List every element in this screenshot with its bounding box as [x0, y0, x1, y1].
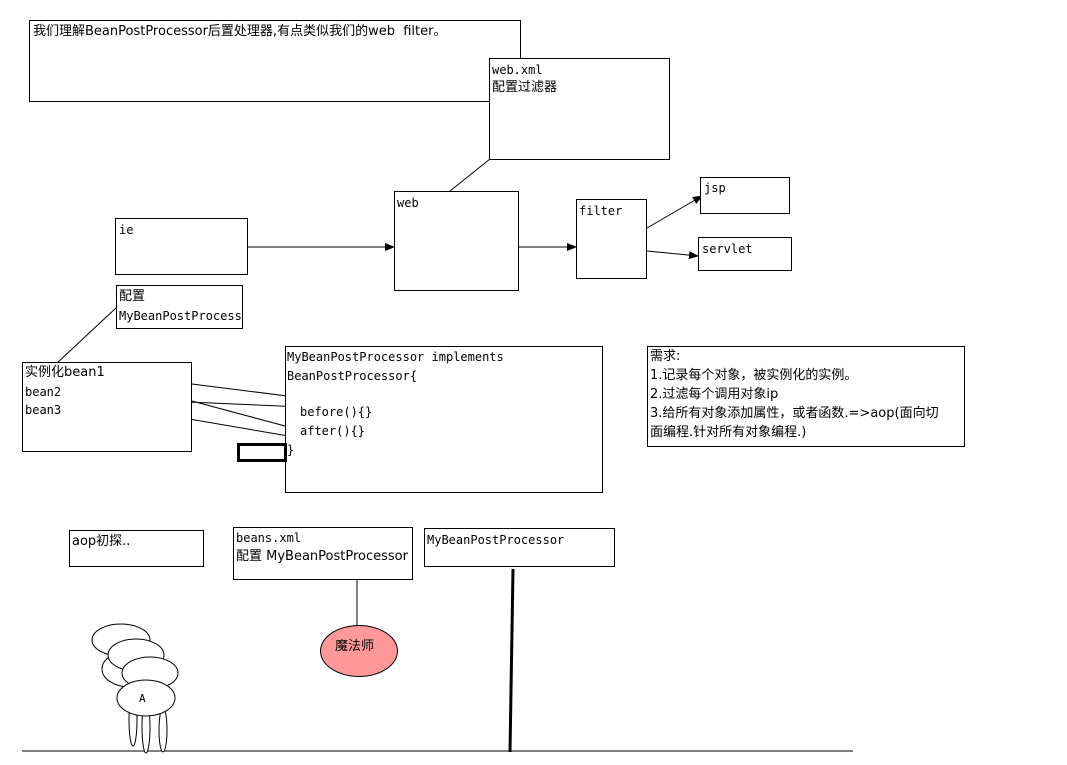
jsp-label: jsp	[704, 181, 726, 195]
config-to-instance-line	[56, 307, 117, 364]
beansxml-title: beans.xml	[236, 531, 302, 545]
bean1-label: 实例化bean1	[25, 365, 105, 380]
bean2-label: bean2	[25, 385, 62, 399]
jsp-box: jsp	[700, 177, 790, 214]
filter-to-servlet-arrow	[646, 250, 699, 260]
requirements-item-1: 1.记录每个对象，被实例化的实例。	[650, 368, 858, 383]
config-box: 配置 MyBeanPostProcess	[116, 285, 243, 329]
small-thick-rect	[237, 443, 287, 462]
processor-line-2: BeanPostProcessor{	[287, 369, 418, 383]
magician-ellipse: 魔法师	[320, 625, 398, 677]
filter-box: filter	[576, 199, 647, 279]
processor-after: after(){}	[300, 424, 366, 438]
requirements-item-3a: 3.给所有对象添加属性，或者函数.=>aop(面向切	[650, 406, 939, 421]
filter-to-jsp-arrow	[646, 195, 703, 229]
figure-leg	[158, 707, 168, 753]
aop-box: aop初探..	[69, 530, 204, 567]
config-subtitle: MyBeanPostProcess	[119, 309, 242, 323]
bean3-label: bean3	[25, 403, 62, 417]
figure-leg	[128, 693, 138, 747]
requirements-item-3b: 面编程.针对所有对象编程.)	[650, 425, 807, 440]
figure-body-ellipse	[101, 650, 159, 688]
figure-leg	[141, 700, 151, 754]
top-note-box: 我们理解BeanPostProcessor后置处理器,有点类似我们的web fi…	[29, 20, 521, 102]
top-note-text: 我们理解BeanPostProcessor后置处理器,有点类似我们的web fi…	[33, 24, 447, 39]
requirements-item-2: 2.过滤每个调用对象ip	[650, 387, 779, 402]
servlet-label: servlet	[702, 242, 753, 256]
processor-line-1: MyBeanPostProcessor implements	[287, 350, 504, 364]
web-to-webxml-line	[449, 158, 491, 192]
beansxml-box: beans.xml 配置 MyBeanPostProcessor	[233, 527, 413, 580]
webxml-title: web.xml	[492, 63, 543, 77]
figure-body-ellipse	[107, 638, 165, 672]
filter-label: filter	[579, 204, 623, 218]
ie-label: ie	[119, 223, 134, 237]
magician-label: 魔法师	[335, 639, 375, 654]
processor-close-brace: }	[287, 443, 295, 457]
requirements-title: 需求:	[650, 349, 681, 364]
web-box: web	[394, 191, 519, 291]
mbpp-box: MyBeanPostProcessor	[424, 528, 615, 567]
figure-body-ellipse	[121, 656, 179, 690]
figure-body-ellipse	[91, 623, 151, 657]
web-label: web	[397, 196, 419, 210]
mbpp-pole	[508, 568, 515, 753]
instance-box: 实例化bean1 bean2 bean3	[22, 362, 192, 452]
ie-box: ie	[115, 218, 248, 275]
servlet-box: servlet	[698, 237, 792, 271]
processor-box: MyBeanPostProcessor implements BeanPostP…	[285, 346, 603, 493]
webxml-box: web.xml 配置过滤器	[489, 58, 670, 160]
processor-before: before(){}	[300, 405, 373, 419]
figure-label: A	[139, 692, 146, 705]
config-title: 配置	[119, 289, 146, 304]
figure-head-ellipse	[116, 679, 176, 717]
mbpp-label: MyBeanPostProcessor	[427, 533, 565, 547]
requirements-box: 需求: 1.记录每个对象，被实例化的实例。 2.过滤每个调用对象ip 3.给所有…	[647, 346, 965, 447]
aop-label: aop初探..	[72, 534, 131, 549]
webxml-subtitle: 配置过滤器	[492, 80, 558, 95]
beansxml-subtitle: 配置 MyBeanPostProcessor	[236, 549, 408, 564]
